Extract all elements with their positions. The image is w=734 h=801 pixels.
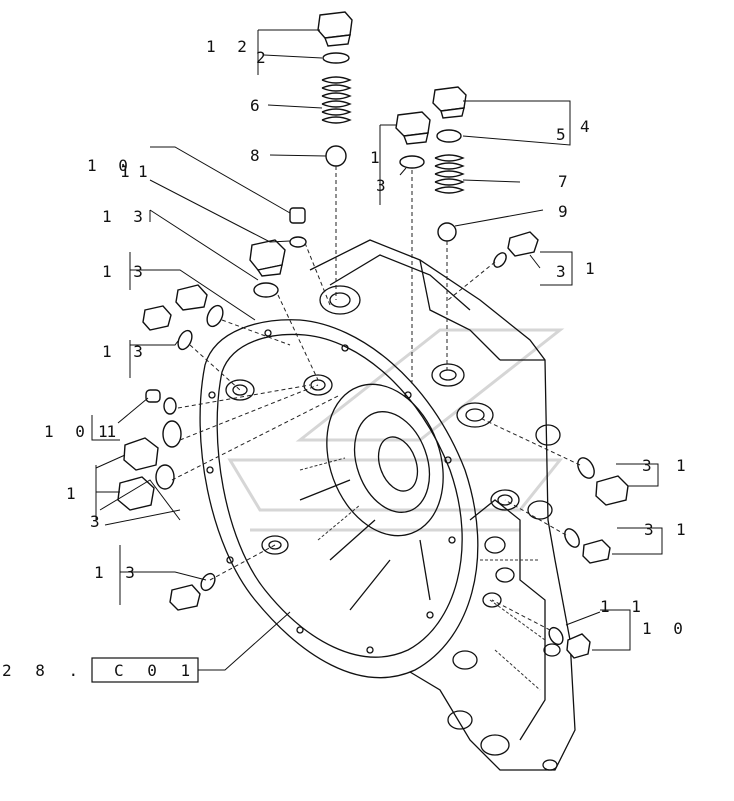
- spring-part-6: [321, 76, 352, 124]
- plug-part-1-l1: [289, 207, 306, 224]
- callout-10: 1 0: [642, 619, 689, 638]
- callout-13-c: 1 3: [102, 342, 149, 361]
- callout-4: 4: [580, 117, 596, 136]
- oring-part-101b: [163, 397, 177, 415]
- plug-part-1-l6: [123, 437, 159, 471]
- callout-13-a: 1 3: [102, 207, 149, 226]
- oring-part-5: [436, 129, 462, 143]
- oring-part-3-l6: [155, 464, 175, 490]
- callout-3-r1: 3: [556, 262, 572, 281]
- oring-part-101c: [162, 420, 182, 448]
- callout-9: 9: [558, 202, 574, 221]
- plug-part-1-l7: [117, 476, 155, 511]
- oring-part-3-l3: [206, 304, 224, 328]
- callout-7: 7: [558, 172, 574, 191]
- plug-part-1-r2: [595, 475, 629, 506]
- callout-2: 2: [256, 48, 272, 67]
- ball-part-8: [325, 145, 347, 167]
- spring-part-7: [434, 154, 465, 194]
- callout-13-b: 1 3: [102, 262, 149, 281]
- plug-part-1-l3: [175, 284, 208, 311]
- callout-13-d: 1 3: [94, 563, 141, 582]
- reference-code-text: C 0 1: [114, 661, 197, 680]
- callout-1-left: 1: [66, 484, 82, 503]
- plug-part-1-r3: [582, 539, 611, 564]
- callout-3-r3: 3: [644, 520, 660, 539]
- callout-1-b: 1: [138, 162, 154, 181]
- transmission-housing: [199, 239, 576, 771]
- ball-part-9: [437, 222, 457, 242]
- callout-1-r3: 1: [676, 520, 692, 539]
- watermark: [227, 328, 565, 532]
- callout-3-left: 3: [90, 512, 106, 531]
- oring-part-3-r2: [577, 457, 595, 479]
- bushing-part-10: [566, 633, 591, 659]
- oring-part-101: [289, 236, 307, 248]
- oring-part-11: [548, 626, 564, 646]
- callout-1-r2: 1: [676, 456, 692, 475]
- callout-1-r1: 1: [585, 259, 601, 278]
- oring-part-3-l2: [253, 282, 279, 298]
- callout-3-r2: 3: [642, 456, 658, 475]
- oring-part-2: [322, 52, 350, 64]
- plug-part-1-top: [395, 111, 431, 145]
- oring-part-3-l4: [177, 329, 193, 351]
- callout-1-a: 1: [120, 162, 136, 181]
- oring-part-3-top: [399, 155, 425, 169]
- plug-part-4: [432, 86, 467, 119]
- reference-code: 2 8 . 0 / C 0 1: [2, 611, 291, 683]
- callout-12: 1 2: [206, 37, 253, 56]
- callout-11: 1 1: [600, 597, 647, 616]
- plug-part-12: [317, 11, 353, 47]
- callout-3-top: 3: [376, 176, 392, 195]
- plug-part-1-l2: [249, 239, 286, 277]
- callout-5: 5: [556, 125, 572, 144]
- plug-part-1-b1: [169, 584, 201, 611]
- plug-part-1-l5: [145, 389, 161, 403]
- callout-8: 8: [250, 146, 266, 165]
- callout-labels: 1 2 2 6 8 1 3 5 4 7 9 1 0 1 1 1 3 1 3 1 …: [44, 37, 692, 638]
- reference-box: [91, 657, 199, 683]
- callout-10-top: 1 0: [87, 156, 134, 175]
- oring-part-3-r3: [564, 528, 580, 548]
- callout-6: 6: [250, 96, 266, 115]
- callout-101-b: 1 0 1: [44, 422, 122, 441]
- plug-part-1-l4: [142, 305, 172, 331]
- oring-part-3-b1: [200, 572, 216, 592]
- oring-part-3-r1: [493, 252, 507, 268]
- leader-lines: [91, 29, 663, 651]
- callout-1-c: 1: [98, 422, 114, 441]
- plug-part-1-r1: [507, 231, 539, 257]
- callout-1-top: 1: [370, 148, 386, 167]
